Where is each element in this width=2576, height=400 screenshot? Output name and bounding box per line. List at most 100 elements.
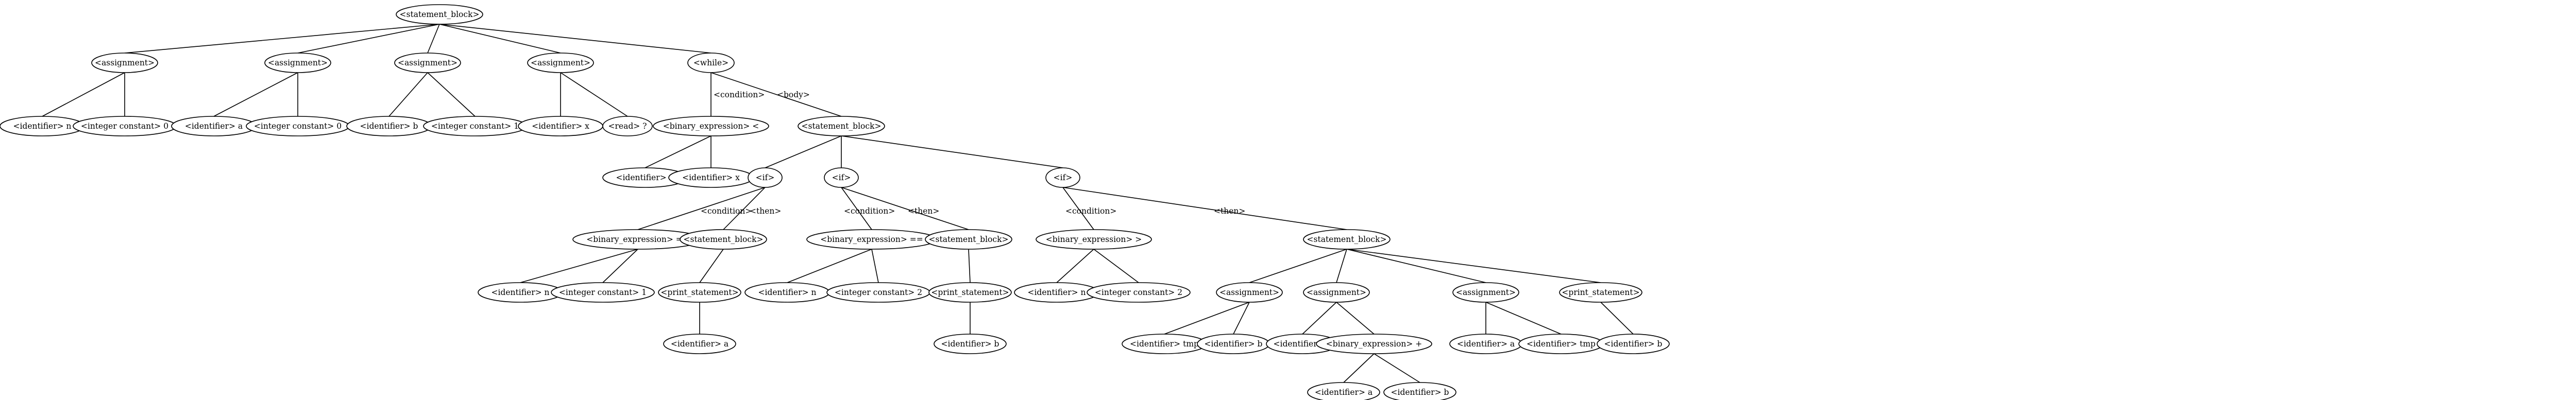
node-label: <assignment> <box>398 58 457 67</box>
node-identifier-b: <identifier> b <box>1383 382 1456 400</box>
edge-labels-layer: <condition><body><condition><then><condi… <box>701 90 1245 216</box>
edge-n36-n43 <box>1302 302 1337 335</box>
edge-n1-n6 <box>42 72 125 117</box>
node-label: <statement_block> <box>802 121 882 131</box>
node-ellipse <box>1303 282 1370 303</box>
node-identifier-a: <identifier> a <box>1449 334 1522 354</box>
node-integer-constant-2: <integer constant> 2 <box>826 282 930 303</box>
edge-n23-n31 <box>871 249 879 283</box>
node-print-statement: <print_statement> <box>658 282 741 303</box>
node-binary-expression: <binary_expression> < <box>653 116 769 136</box>
node-label: <if> <box>832 173 851 182</box>
edge-n0-n1 <box>124 24 440 54</box>
node-label: <print_statement> <box>660 288 738 297</box>
node-label: <identifier> a <box>671 339 728 349</box>
node-identifier-b: <identifier> b <box>346 116 432 136</box>
node-statement-block: <statement_block> <box>798 116 885 136</box>
edge-n20-n26 <box>1062 187 1347 230</box>
node-identifier-b: <identifier> b <box>1197 334 1270 354</box>
node-label: <assignment> <box>1307 288 1366 297</box>
node-statement-block: <statement_block> <box>925 229 1012 250</box>
node-label: <binary_expression> > <box>1046 235 1142 244</box>
node-label: <assignment> <box>268 58 328 67</box>
node-ellipse <box>934 334 1007 354</box>
node-assignment: <assignment> <box>527 53 594 73</box>
node-label: <assignment> <box>1219 288 1279 297</box>
edge-n26-n38 <box>1346 249 1601 283</box>
edge-label-then: <then> <box>750 206 781 216</box>
edge-n24-n32 <box>968 249 971 283</box>
node-assignment: <assignment> <box>264 53 331 73</box>
node-label: <identifier> b <box>941 339 999 349</box>
edge-n44-n48 <box>1343 353 1375 383</box>
node-identifier-n: <identifier> n <box>0 116 85 136</box>
node-label: <identifier> tmp <box>1527 339 1596 349</box>
edge-n26-n35 <box>1249 249 1347 283</box>
node-label: <statement_block> <box>684 235 764 244</box>
edge-label-then: <then> <box>1214 206 1245 216</box>
edge-n3-n10 <box>388 72 428 117</box>
node-label: <binary_expression> < <box>663 121 759 131</box>
node-label: <read> ? <box>608 121 647 131</box>
edge-n2-n8 <box>213 72 298 117</box>
node-ellipse <box>1303 229 1391 250</box>
node-binary-expression: <binary_expression> == <box>806 229 937 250</box>
node-read: <read> ? <box>602 116 653 136</box>
node-label: <binary_expression> == <box>586 235 689 244</box>
node-integer-constant-1: <integer constant> 1 <box>423 116 527 136</box>
node-identifier-a: <identifier> a <box>663 334 736 354</box>
edge-n15-n20 <box>841 135 1063 168</box>
node-label: <identifier> x <box>682 173 740 182</box>
node-statement-block: <statement_block> <box>1303 229 1391 250</box>
node-assignment: <assignment> <box>1216 282 1283 303</box>
node-ellipse <box>91 53 158 73</box>
node-identifier-n: <identifier> n <box>478 282 563 303</box>
node-ellipse <box>396 4 483 25</box>
node-integer-constant-1: <integer constant> 1 <box>551 282 655 303</box>
node-ellipse <box>1452 282 1519 303</box>
edge-n0-n4 <box>439 24 561 54</box>
node-label: <assignment> <box>531 58 590 67</box>
node-identifier-b: <identifier> b <box>934 334 1007 354</box>
node-statement-block: <statement_block> <box>680 229 767 250</box>
node-ellipse <box>1216 282 1283 303</box>
edge-n25-n33 <box>1056 249 1094 283</box>
node-label: <binary_expression> == <box>820 235 923 244</box>
edge-n35-n41 <box>1164 302 1250 335</box>
node-label: <integer constant> 2 <box>1095 288 1182 297</box>
node-assignment: <assignment> <box>91 53 158 73</box>
node-label: <binary_expression> + <box>1326 339 1422 349</box>
edge-n18-n22 <box>723 187 766 230</box>
node-identifier-tmp: <identifier> tmp <box>1122 334 1207 354</box>
edge-n5-n15 <box>710 72 842 117</box>
edge-n15-n18 <box>765 135 842 168</box>
edge-n3-n11 <box>427 72 476 117</box>
node-assignment: <assignment> <box>394 53 461 73</box>
node-label: <integer constant> 1 <box>431 121 519 131</box>
node-label: <if> <box>1054 173 1073 182</box>
edge-n44-n49 <box>1374 353 1420 383</box>
node-ellipse <box>658 282 741 303</box>
node-assignment: <assignment> <box>1452 282 1519 303</box>
node-identifier-n: <identifier> n <box>602 167 688 188</box>
node-identifier-tmp: <identifier> tmp <box>1518 334 1604 354</box>
edge-n23-n30 <box>787 249 872 283</box>
node-ellipse <box>1559 282 1642 303</box>
node-while: <while> <box>687 53 735 73</box>
edges-layer <box>42 24 1634 383</box>
edge-n37-n46 <box>1485 302 1562 335</box>
edge-n20-n25 <box>1062 187 1094 230</box>
node-statement-block: <statement_block> <box>396 4 483 25</box>
node-label: <identifier> b <box>1205 339 1263 349</box>
node-label: <statement_block> <box>929 235 1009 244</box>
node-assignment: <assignment> <box>1303 282 1370 303</box>
node-integer-constant-0: <integer constant> 0 <box>73 116 177 136</box>
node-ellipse <box>394 53 461 73</box>
node-ellipse <box>653 116 769 136</box>
edge-label-condition: <condition> <box>844 206 895 216</box>
node-label: <identifier> a <box>1315 388 1372 397</box>
node-binary-expression: <binary_expression> > <box>1036 229 1152 250</box>
node-label: <identifier> n <box>491 288 549 297</box>
node-label: <identifier> a <box>185 121 243 131</box>
